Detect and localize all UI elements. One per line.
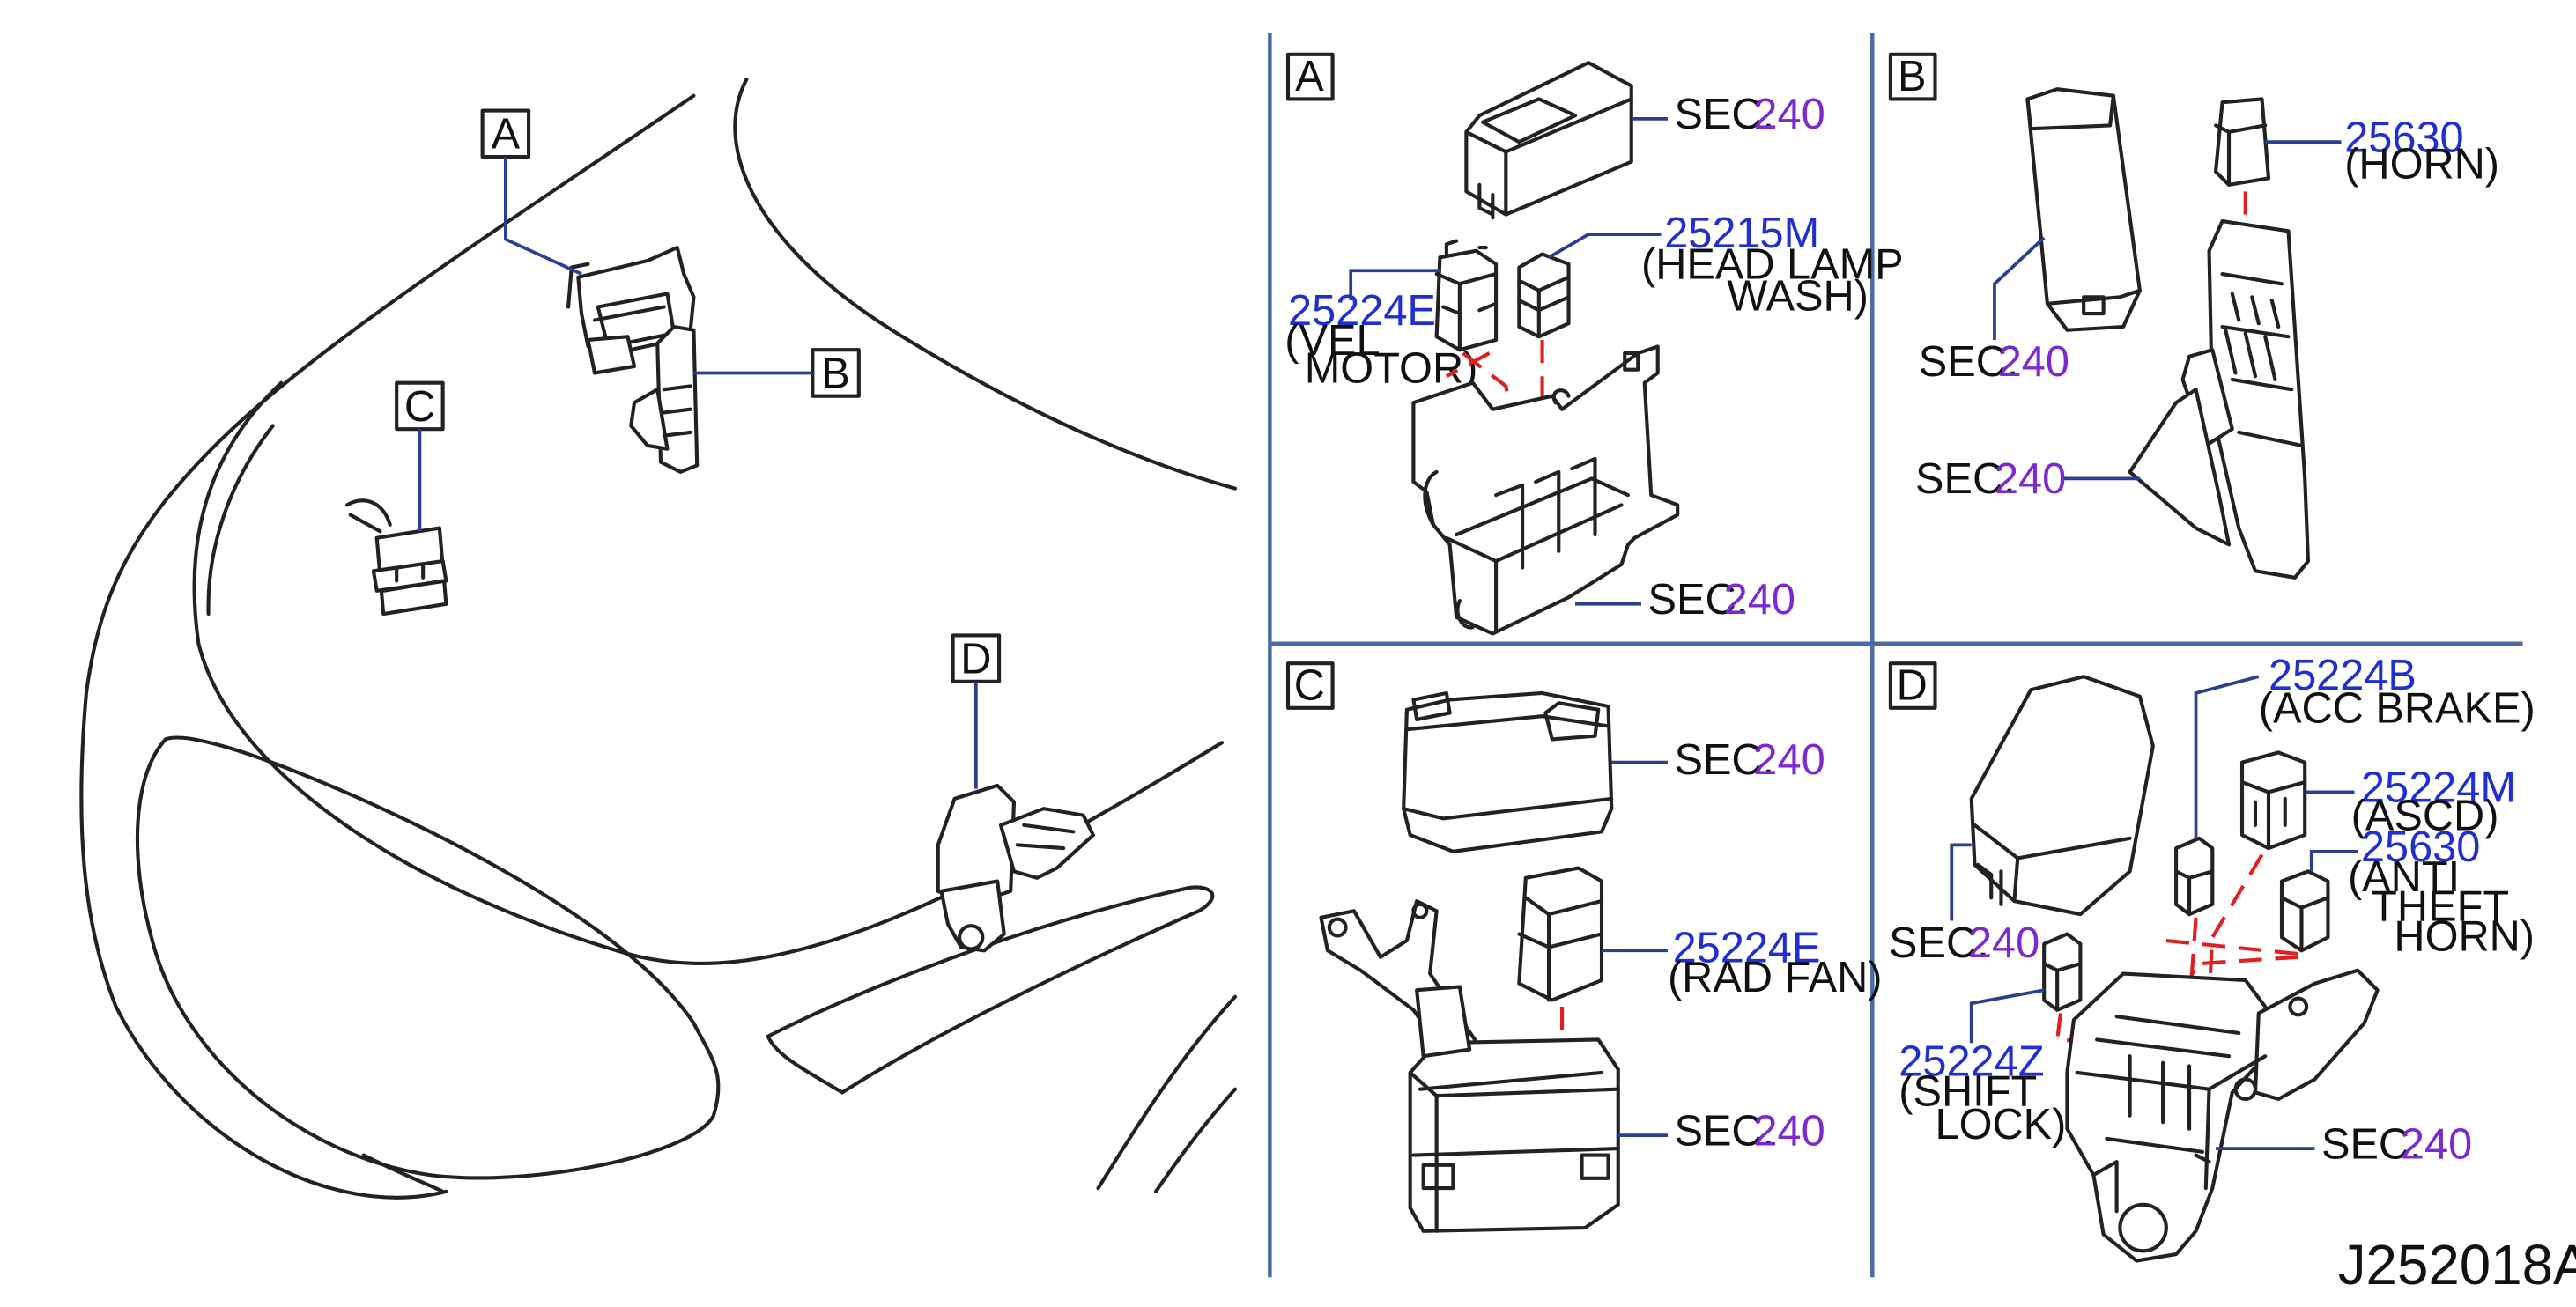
panel-c-part1-line1: (RAD FAN) [1668, 954, 1883, 1001]
overview-fuse-box-b [629, 324, 700, 474]
panel-d-relay-25224z [2042, 932, 2083, 1012]
panel-d-part4-line1: (SHIFT [1899, 1067, 2037, 1115]
panel-a-fuse-block [1411, 344, 1680, 636]
panel-d-sec-left-number: 240 [1968, 919, 2039, 967]
panel-a-part2-line1: (VEL [1284, 317, 1380, 365]
overview-fuse-box-d [936, 783, 1095, 953]
callout-letter-d: D [960, 635, 991, 683]
panel-a-sec-top-prefix: SEC. [1674, 91, 1774, 138]
panel-d-part3-number: 25630 [2361, 823, 2480, 871]
panel-c-sec-bottom-prefix: SEC. [1674, 1107, 1774, 1155]
panel-c: C SEC. 240 25224E (RAD FAN) [1285, 661, 1883, 1233]
callout-box-a [480, 108, 531, 159]
panel-d-sec-bottom-prefix: SEC. [2321, 1120, 2422, 1168]
panel-d-part2-line1: (ASCD) [2351, 792, 2499, 839]
panel-b-sec-bottom-number: 240 [1995, 455, 2066, 503]
panel-b-part1-number: 25630 [2344, 114, 2463, 161]
panel-d-relay-25224m [2239, 750, 2307, 851]
panel-b-fuse-block [2128, 219, 2311, 580]
panel-c-relay-25224e [1517, 866, 1604, 1002]
panel-a-part1-line2: WASH) [1727, 272, 1869, 320]
panel-d-part3-line3: HORN) [2394, 912, 2535, 960]
panel-d-part4-number: 25224Z [1899, 1038, 2044, 1086]
panel-a-relay-25215m [1517, 252, 1571, 339]
panel-a-part2-number: 25224E [1288, 287, 1436, 335]
callout-letter-b: B [821, 350, 850, 397]
panel-b-relay-25630 [2213, 97, 2271, 187]
panel-c-sec-top-number: 240 [1753, 736, 1825, 784]
panel-d-part3-line2: THEFT [2371, 883, 2509, 931]
panel-c-cover [1402, 690, 1614, 853]
panel-a-letter: A [1295, 53, 1324, 100]
panel-c-sec-bottom-number: 240 [1753, 1107, 1825, 1155]
panel-b-sec-top-prefix: SEC. [1919, 338, 2019, 386]
panel-b-letter: B [1898, 53, 1927, 100]
panel-b-sec-bottom-prefix: SEC. [1915, 455, 2016, 503]
panel-a-part2-line2: MOTOR) [1305, 345, 1478, 393]
callout-box-c [395, 380, 445, 432]
overview-car-front: A B C D [79, 77, 1238, 1200]
panel-b: B SEC. 240 25630 (HORN) [1888, 52, 2499, 580]
callout-box-b [811, 348, 861, 398]
panel-c-fuse-box [1408, 985, 1620, 1233]
panel-b-sec-top-number: 240 [1998, 338, 2069, 386]
panel-d-part1-line1: (ACC BRAKE) [2259, 685, 2535, 733]
panel-a-cover [1464, 61, 1633, 220]
panel-d-cover [1969, 675, 2155, 917]
panel-a: A SEC. 240 25215M (HEAD LAMP WASH) 25224… [1284, 52, 1904, 636]
panel-d-part4-line2: LOCK) [1936, 1101, 2067, 1148]
panel-d-part3-line1: (ANTI [2348, 853, 2460, 901]
panel-b-part1-line1: (HORN) [2344, 140, 2499, 188]
reference-code: J252018A [2338, 1234, 2576, 1296]
callout-letter-c: C [404, 383, 435, 431]
panel-d: D SEC. 240 25224B (ACC BRAKE) 25224M (AS… [1888, 652, 2535, 1263]
panel-a-part1-line1: (HEAD LAMP [1641, 241, 1904, 289]
panel-d-fuse-block [2065, 968, 2380, 1263]
panel-c-letter: C [1294, 661, 1325, 709]
panel-d-part1-number: 25224B [2269, 652, 2417, 699]
panel-d-relay-25224b [2174, 836, 2215, 917]
panel-b-cover [2025, 87, 2142, 332]
panel-a-sec-top-number: 240 [1753, 91, 1825, 138]
panel-a-sec-bottom-prefix: SEC. [1647, 576, 1748, 624]
panel-grid [1268, 33, 2523, 1278]
panel-a-sec-bottom-number: 240 [1724, 576, 1795, 624]
panel-d-letter: D [1897, 661, 1928, 709]
panel-d-relay-25630 [2279, 869, 2330, 953]
panel-d-sec-bottom-number: 240 [2401, 1120, 2472, 1168]
panel-c-sec-top-prefix: SEC. [1674, 736, 1774, 784]
panel-a-relay-25224e [1434, 239, 1499, 352]
panel-d-sec-left-prefix: SEC. [1889, 919, 1989, 967]
panel-a-part1-number: 25215M [1664, 210, 1819, 257]
panel-d-part2-number: 25224M [2361, 764, 2516, 812]
overview-fuse-box-c [344, 498, 448, 617]
callout-box-d [951, 633, 1002, 683]
callout-letter-a: A [492, 111, 521, 159]
panel-c-part1-number: 25224E [1673, 924, 1821, 971]
